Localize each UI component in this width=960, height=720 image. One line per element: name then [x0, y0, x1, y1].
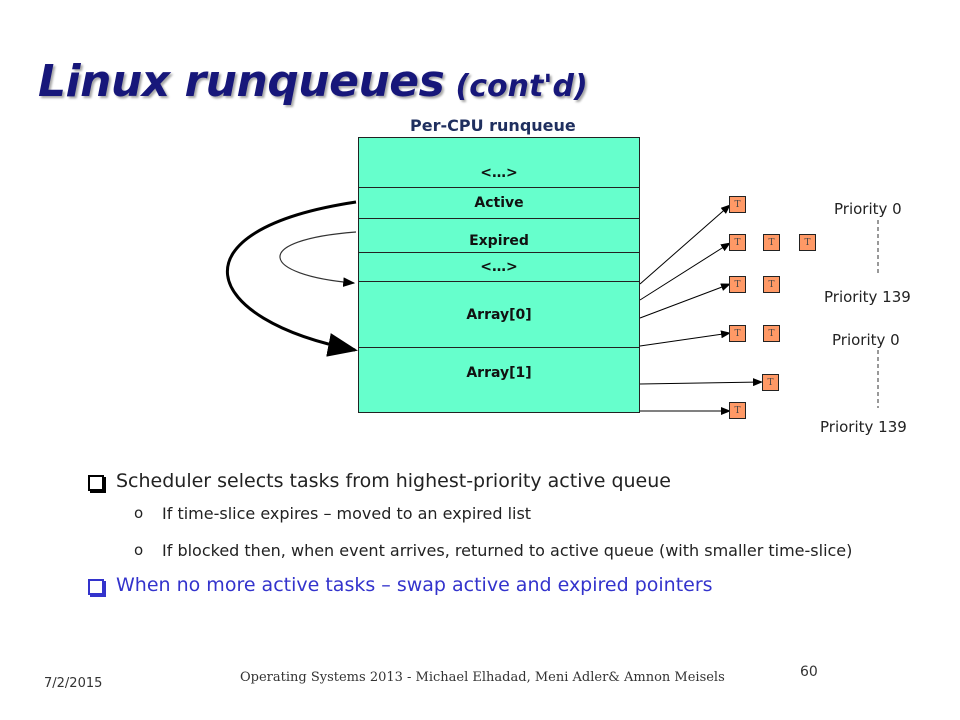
- circle-bullet-icon: o: [134, 541, 144, 559]
- priority-label: Priority 139: [824, 288, 911, 306]
- runqueue-row-active: Active: [359, 188, 639, 219]
- task-box: T: [799, 234, 816, 251]
- task-box: T: [729, 325, 746, 342]
- sub-bullet-text: If time-slice expires – moved to an expi…: [162, 504, 532, 523]
- active-pointer-arrow: [225, 200, 358, 357]
- task-box: T: [729, 402, 746, 419]
- square-bullet-icon: [88, 579, 106, 597]
- task-box: T: [729, 196, 746, 213]
- priority-label: Priority 139: [820, 418, 907, 436]
- footer-date: 7/2/2015: [44, 676, 103, 691]
- array1-link-1: [639, 378, 763, 387]
- bullet-text: Scheduler selects tasks from highest-pri…: [116, 470, 671, 492]
- sub-bullet-item: o If time-slice expires – moved to an exp…: [134, 500, 938, 527]
- bullet-item: When no more active tasks – swap active …: [88, 574, 938, 597]
- array0-link-2: [639, 242, 731, 301]
- sub-bullet-text: If blocked then, when event arrives, ret…: [162, 541, 853, 560]
- expired-pointer-arrow: [279, 231, 357, 287]
- array0-link-3: [639, 283, 731, 319]
- runqueue-row-ellipsis-2: <…>: [359, 253, 639, 282]
- task-box: T: [763, 325, 780, 342]
- runqueue-row-expired: Expired: [359, 219, 639, 253]
- task-box: T: [762, 374, 779, 391]
- footer-credit: Operating Systems 2013 - Michael Elhadad…: [240, 670, 725, 685]
- priority-label: Priority 0: [834, 200, 902, 218]
- circle-bullet-icon: o: [134, 504, 144, 522]
- runqueue-row-array0: Array[0]: [359, 282, 639, 348]
- task-box: T: [729, 276, 746, 293]
- array0-link-1: [639, 204, 731, 285]
- title-main: Linux runqueues: [38, 56, 445, 107]
- bullet-item: Scheduler selects tasks from highest-pri…: [88, 470, 938, 493]
- task-box: T: [763, 276, 780, 293]
- runqueue-label: Per-CPU runqueue: [410, 116, 576, 135]
- sub-bullet-item: o If blocked then, when event arrives, re…: [134, 537, 938, 564]
- slide-title: Linux runqueues (cont'd): [38, 56, 588, 107]
- square-bullet-icon: [88, 475, 106, 493]
- runqueue-row-array1: Array[1]: [466, 365, 532, 381]
- bullet-list: Scheduler selects tasks from highest-pri…: [88, 470, 938, 604]
- runqueue-box: <…> Active Expired <…> Array[0] Array[1]: [358, 137, 640, 413]
- bullet-text: When no more active tasks – swap active …: [116, 574, 713, 596]
- task-box: T: [763, 234, 780, 251]
- priority-label: Priority 0: [832, 331, 900, 349]
- array0-link-4: [639, 330, 731, 347]
- title-sub: (cont'd): [455, 69, 588, 104]
- task-box: T: [729, 234, 746, 251]
- runqueue-row-ellipsis-1: <…>: [359, 158, 639, 188]
- page-number: 60: [800, 664, 818, 680]
